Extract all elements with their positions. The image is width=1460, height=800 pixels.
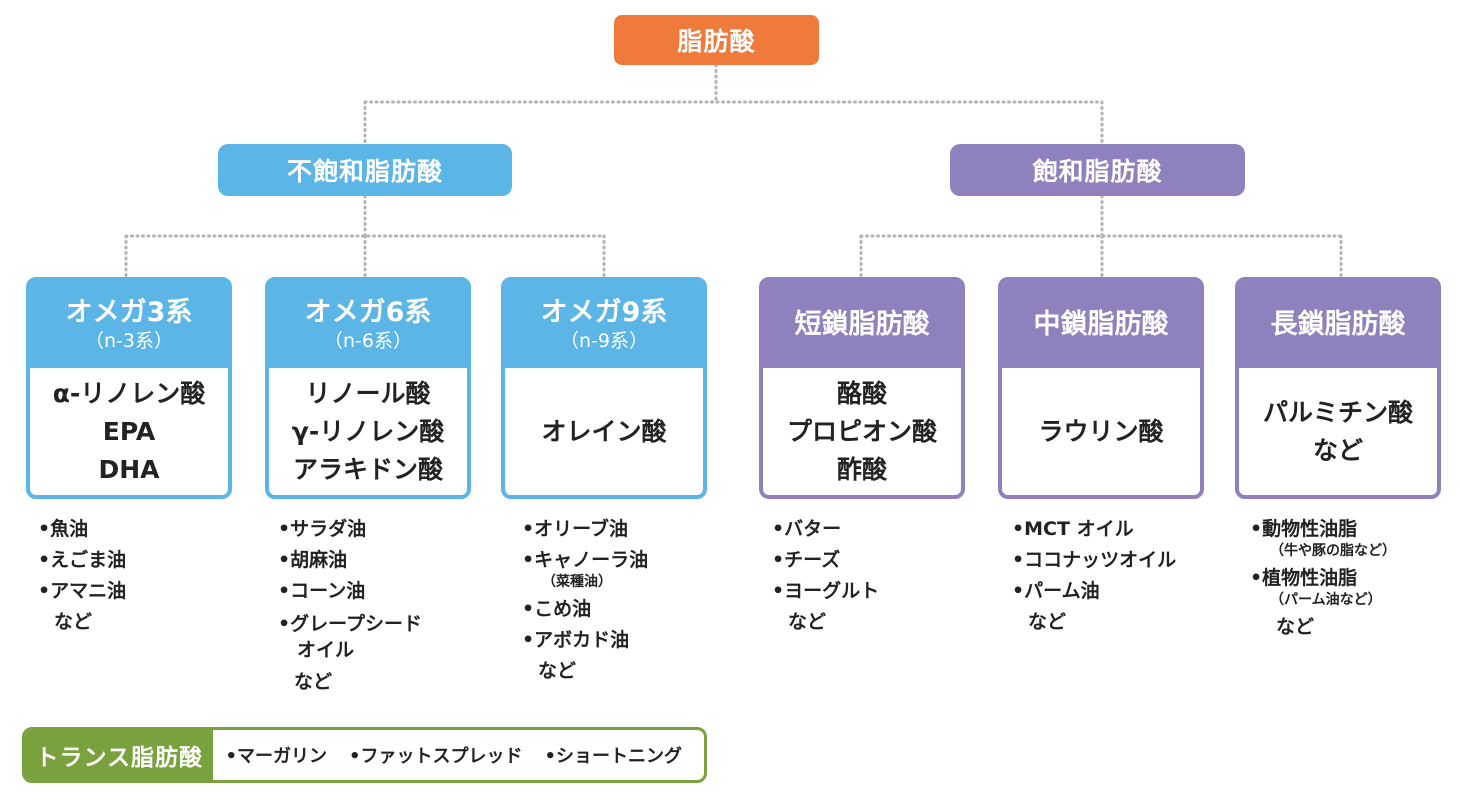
card-omega9: オメガ9系 （n-9系） オレイン酸 [501,277,707,499]
card-body: パルミチン酸 など [1239,368,1437,495]
card-title: 中鎖脂肪酸 [1033,308,1169,340]
food-item: •パーム油 [1012,580,1100,602]
fatty-acid-item: 酢酸 [836,454,887,484]
card-body: リノール酸 γ-リノレン酸 アラキドン酸 [269,368,467,495]
card-header: 中鎖脂肪酸 [1002,281,1200,368]
fatty-acid-item: リノール酸 [305,378,431,408]
card-header: オメガ6系 （n-6系） [269,281,467,368]
food-item: •アマニ油 [38,580,127,602]
saturated-label: 飽和脂肪酸 [1032,157,1163,186]
food-item: •グレープシード [278,613,423,635]
card-omega3: オメガ3系 （n-3系） α-リノレン酸 EPA DHA [26,277,232,499]
card-subtitle: （n-9系） [560,329,648,352]
food-item: •アボカド油 [522,629,630,651]
fatty-acid-item: オレイン酸 [541,416,667,446]
trans-fat-item: •ファットスプレッド [348,746,523,767]
food-list-omega6: •サラダ油 •胡麻油 •コーン油 •グレープシード オイル など [278,514,422,698]
root-node: 脂肪酸 [614,15,819,65]
unsaturated-node: 不飽和脂肪酸 [218,144,512,196]
fatty-acid-item: DHA [98,454,160,484]
trans-fat-label: トランス脂肪酸 [25,730,214,780]
card-short-chain: 短鎖脂肪酸 酪酸 プロピオン酸 酢酸 [759,277,965,499]
fatty-acid-item: アラキドン酸 [292,454,443,484]
card-title: オメガ9系 [540,296,668,328]
unsaturated-label: 不飽和脂肪酸 [286,157,443,186]
food-etc: など [788,611,827,633]
card-body: 酪酸 プロピオン酸 酢酸 [763,368,961,495]
food-item: •サラダ油 [278,518,367,540]
trans-fat-item: •ショートニング [544,746,682,767]
card-title: 長鎖脂肪酸 [1270,308,1406,340]
trans-fat-bar: トランス脂肪酸 •マーガリン •ファットスプレッド •ショートニング [22,727,707,783]
food-item-note: （パーム油など） [1270,592,1382,608]
fatty-acid-item: α-リノレン酸 [52,378,206,408]
fatty-acid-item: ラウリン酸 [1038,416,1164,446]
food-item: •こめ油 [522,598,592,620]
card-subtitle: （n-6系） [324,329,412,352]
food-item: オイル [278,639,355,661]
fatty-acid-item: 酪酸 [836,378,887,408]
food-item: •魚油 [38,518,89,540]
food-item: •MCT オイル [1012,518,1134,540]
food-list-medium-chain: •MCT オイル •ココナッツオイル •パーム油 など [1012,514,1176,638]
fatty-acid-item: など [1312,435,1363,465]
trans-fat-item: •マーガリン [225,746,327,767]
food-item: •えごま油 [38,549,127,571]
saturated-node: 飽和脂肪酸 [950,144,1245,196]
food-etc: など [1276,616,1315,638]
card-header: オメガ3系 （n-3系） [30,281,228,368]
card-medium-chain: 中鎖脂肪酸 ラウリン酸 [998,277,1204,499]
food-item: •ヨーグルト [772,580,880,602]
card-body: オレイン酸 [505,368,703,495]
fatty-acid-item: プロピオン酸 [786,416,937,446]
food-item-note: （牛や豚の脂など） [1270,543,1396,559]
food-item: •コーン油 [278,580,366,602]
fatty-acid-item: パルミチン酸 [1262,397,1413,427]
card-body: ラウリン酸 [1002,368,1200,495]
food-item: •オリーブ油 [522,518,629,540]
fatty-acid-item: EPA [102,416,156,446]
food-item: •胡麻油 [278,549,348,571]
food-list-long-chain: •動物性油脂 （牛や豚の脂など） •植物性油脂 （パーム油など） など [1250,514,1396,643]
card-body: α-リノレン酸 EPA DHA [30,368,228,495]
card-title: オメガ3系 [65,296,193,328]
food-etc: など [294,671,333,693]
food-list-omega9: •オリーブ油 •キャノーラ油 （菜種油） •こめ油 •アボカド油 など [522,514,648,687]
card-header: オメガ9系 （n-9系） [505,281,703,368]
food-item: •バター [772,518,842,540]
food-item: •植物性油脂 [1250,567,1358,589]
food-item: •チーズ [772,549,841,571]
food-etc: など [538,660,577,682]
fatty-acid-item: γ-リノレン酸 [291,416,445,446]
food-etc: など [1028,611,1067,633]
card-long-chain: 長鎖脂肪酸 パルミチン酸 など [1235,277,1441,499]
card-subtitle: （n-3系） [85,329,173,352]
food-etc: など [54,611,93,633]
food-list-omega3: •魚油 •えごま油 •アマニ油 など [38,514,126,638]
food-item-note: （菜種油） [542,574,612,590]
food-item: •動物性油脂 [1250,518,1358,540]
food-item: •キャノーラ油 [522,549,649,571]
card-title: 短鎖脂肪酸 [794,308,930,340]
trans-fat-items: •マーガリン •ファットスプレッド •ショートニング [213,730,704,780]
card-header: 長鎖脂肪酸 [1239,281,1437,368]
card-header: 短鎖脂肪酸 [763,281,961,368]
food-list-short-chain: •バター •チーズ •ヨーグルト など [772,514,879,638]
root-label: 脂肪酸 [677,27,756,56]
card-title: オメガ6系 [304,296,432,328]
card-omega6: オメガ6系 （n-6系） リノール酸 γ-リノレン酸 アラキドン酸 [265,277,471,499]
food-item: •ココナッツオイル [1012,549,1177,571]
